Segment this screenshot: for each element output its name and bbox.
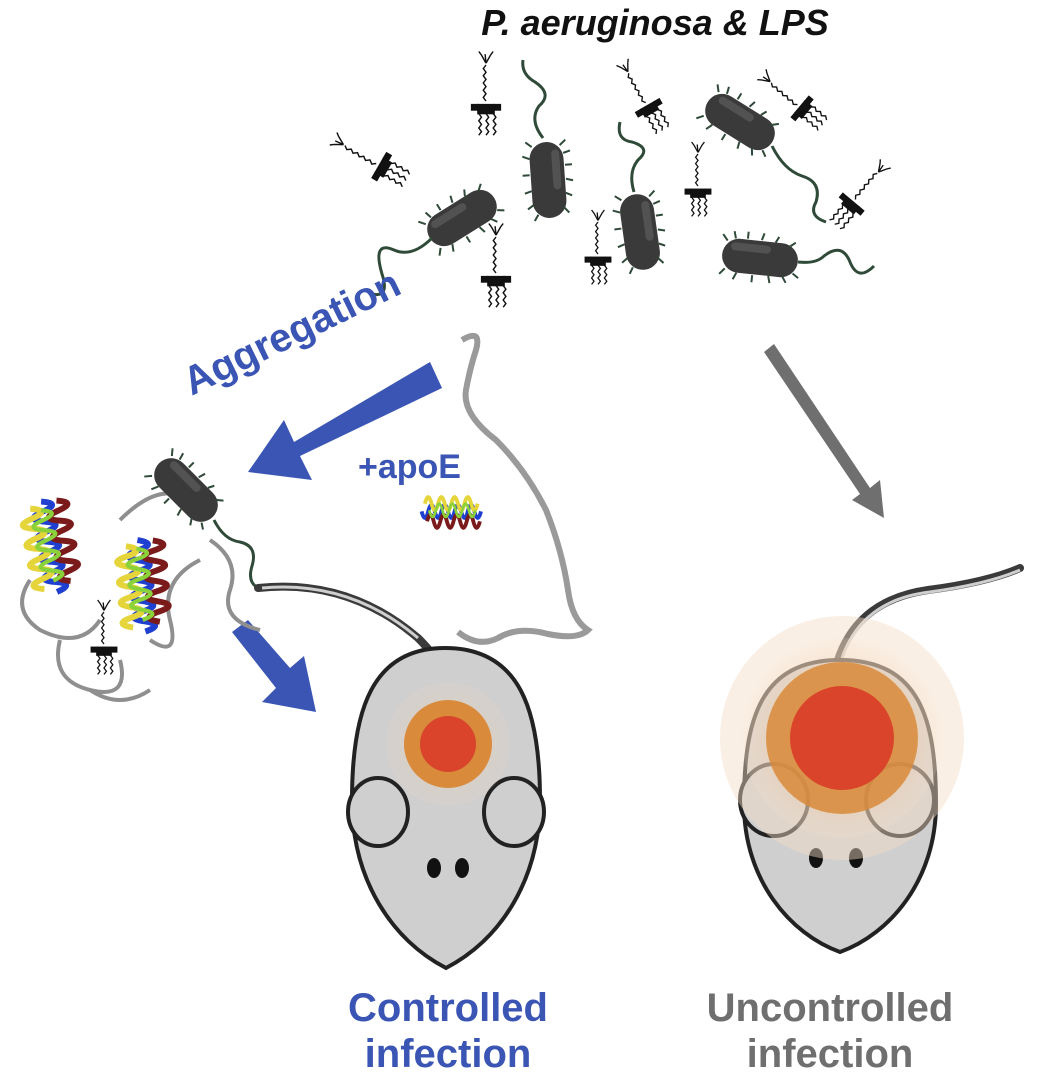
bacterium-icon — [414, 174, 511, 261]
apoe-protein-icon — [419, 332, 593, 645]
uncontrolled-line-1: Uncontrolled — [706, 986, 954, 1030]
bacterium-icon — [608, 188, 672, 277]
infection-site-icon — [720, 616, 964, 860]
mouse-controlled — [254, 582, 546, 971]
bacterium-icon — [717, 228, 804, 289]
treatment-arrow — [232, 620, 316, 712]
lps-molecule-icon — [470, 50, 502, 136]
untreated-arrow — [764, 344, 884, 518]
lps-molecule-icon — [480, 222, 512, 308]
flagellum — [770, 145, 827, 224]
apoe-protein-icon — [115, 538, 170, 634]
bacterium-icon — [139, 443, 233, 537]
flagellum — [617, 121, 646, 193]
mouse-tail — [834, 564, 1024, 664]
lps-molecule-icon — [684, 141, 712, 218]
bacteria-cluster — [325, 50, 897, 308]
apoe-label: +apoE — [358, 448, 461, 486]
uncontrolled-line-2: infection — [746, 1032, 914, 1076]
lps-molecule-icon — [584, 209, 612, 286]
bacterium-icon — [692, 79, 789, 166]
lps-molecule-icon — [823, 154, 897, 234]
infection-site-icon — [386, 682, 510, 806]
mouse-uncontrolled — [720, 564, 1024, 955]
aggregate-complex — [19, 443, 265, 702]
diagram-title: P. aeruginosa & LPS — [481, 2, 829, 43]
flagellum — [371, 236, 434, 297]
lps-molecule-icon — [325, 125, 414, 194]
aggregation-arrow — [248, 362, 442, 480]
bacterium-icon — [519, 138, 577, 223]
lps-molecule-icon — [90, 599, 118, 676]
mouse-tail-inner — [261, 585, 419, 640]
flagellum — [797, 248, 876, 275]
controlled-infection-label: Controlled infection — [288, 985, 608, 1077]
flagellum — [521, 59, 547, 139]
controlled-line-2: infection — [364, 1032, 532, 1076]
controlled-line-1: Controlled — [348, 986, 548, 1030]
mouse-tail-inner — [840, 568, 1021, 659]
uncontrolled-infection-label: Uncontrolled infection — [670, 985, 990, 1077]
